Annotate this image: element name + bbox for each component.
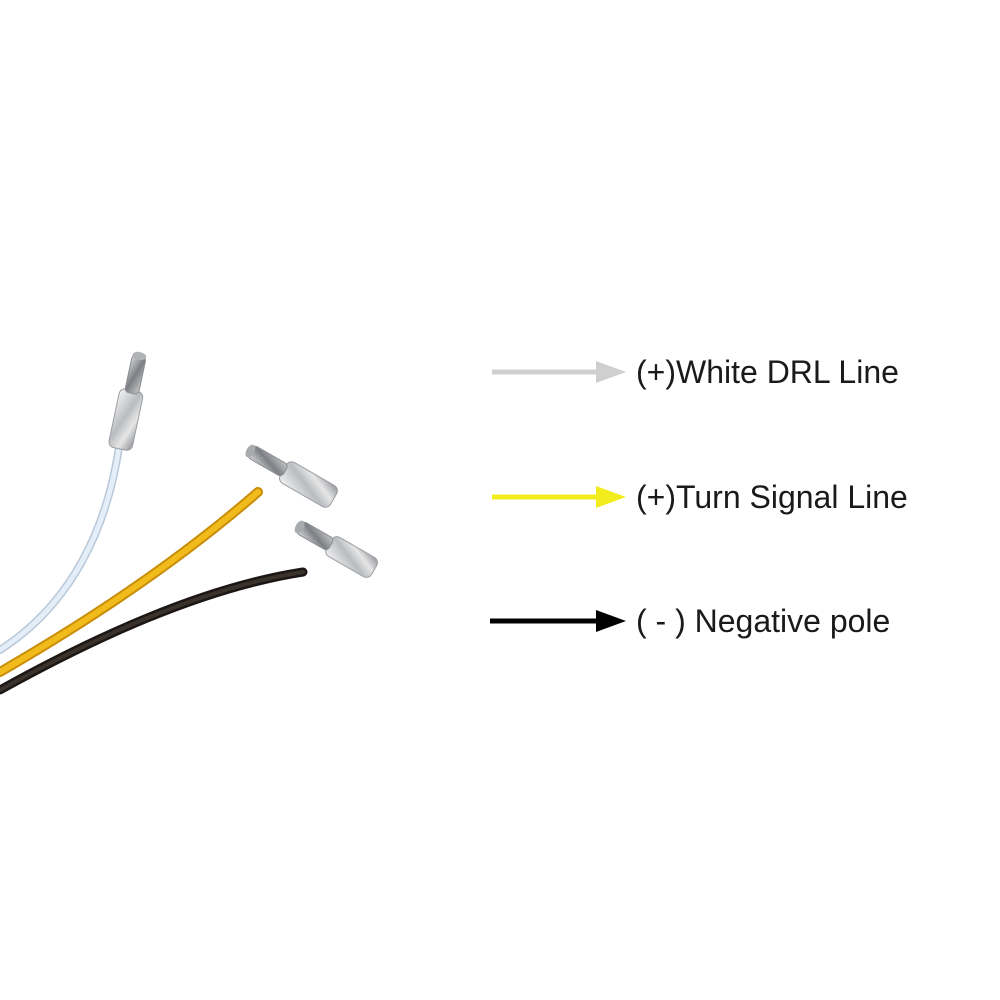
black-arrow-head [596, 610, 626, 632]
black-wire [0, 567, 308, 695]
yellow-wire [0, 487, 263, 677]
legend-row-negative: ( - ) Negative pole [488, 591, 968, 651]
legend-row-white-drl: (+)White DRL Line [488, 342, 968, 402]
white-arrow-icon [492, 361, 626, 383]
yellow-arrow-head [596, 486, 626, 508]
white-connector [108, 351, 147, 451]
white-wire [0, 436, 124, 654]
white-arrow-head [596, 361, 626, 383]
legend-row-turn-signal: (+)Turn Signal Line [488, 467, 968, 527]
white-drl-label: (+)White DRL Line [636, 354, 899, 390]
yellow-arrow-icon [492, 486, 626, 508]
black-connector [294, 520, 378, 578]
negative-pole-label: ( - ) Negative pole [636, 603, 891, 639]
turn-signal-label: (+)Turn Signal Line [636, 479, 908, 515]
black-arrow-icon [490, 610, 626, 632]
yellow-connector [245, 444, 338, 508]
